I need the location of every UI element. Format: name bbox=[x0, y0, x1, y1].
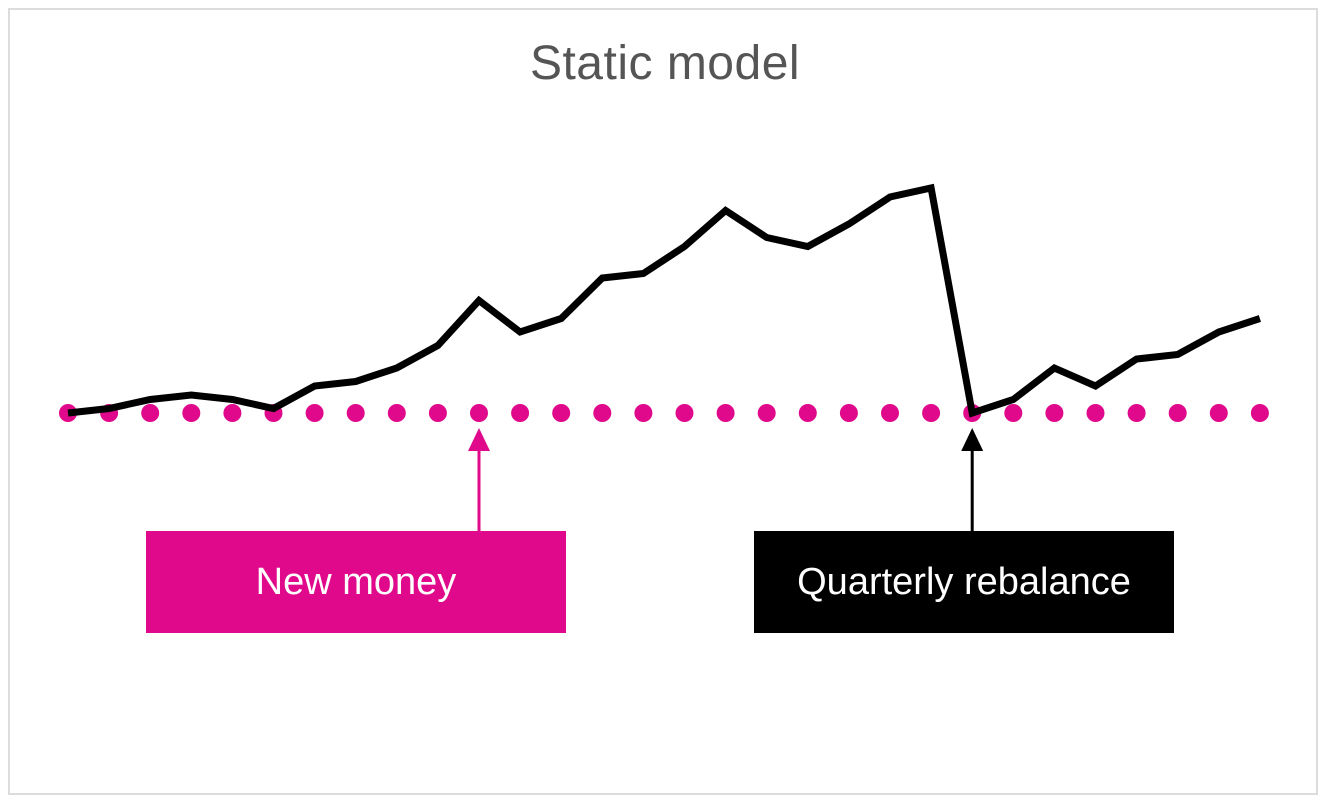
baseline-dot bbox=[182, 404, 201, 422]
baseline-dot bbox=[881, 404, 899, 422]
annotation-arrow-head bbox=[961, 428, 984, 451]
baseline-dot bbox=[1127, 404, 1146, 422]
baseline-dot bbox=[634, 404, 653, 422]
baseline-dots bbox=[59, 404, 1269, 422]
baseline-dot bbox=[1045, 404, 1064, 422]
new-money-label: New money bbox=[146, 531, 566, 633]
annotation-arrow-head bbox=[468, 428, 490, 451]
baseline-dot bbox=[305, 404, 324, 422]
series-line bbox=[67, 183, 1261, 418]
baseline-dot bbox=[716, 404, 735, 422]
baseline-dot bbox=[593, 404, 612, 422]
baseline-dot bbox=[428, 404, 447, 422]
baseline-dot bbox=[141, 404, 160, 422]
baseline-dot bbox=[346, 404, 365, 422]
baseline-dot bbox=[552, 404, 571, 422]
baseline-dot bbox=[757, 404, 776, 422]
diagram-title: Static model bbox=[529, 37, 801, 90]
quarterly-rebalance-text: Quarterly rebalance bbox=[797, 560, 1131, 603]
baseline-dot bbox=[839, 404, 858, 422]
baseline-dot bbox=[1250, 404, 1269, 422]
baseline-dot bbox=[223, 404, 242, 422]
baseline-dot bbox=[922, 404, 941, 422]
quarterly-rebalance-label: Quarterly rebalance bbox=[754, 531, 1174, 633]
baseline-dot bbox=[1004, 404, 1023, 422]
baseline-dot bbox=[387, 404, 406, 422]
baseline-dot bbox=[1086, 404, 1105, 422]
baseline-dot bbox=[470, 404, 488, 422]
baseline-dot bbox=[675, 404, 694, 422]
baseline-dot bbox=[1168, 404, 1187, 422]
baseline-dot bbox=[511, 404, 530, 422]
new-money-text: New money bbox=[255, 560, 457, 603]
baseline-dot bbox=[798, 404, 817, 422]
series-line-group bbox=[67, 183, 1261, 418]
baseline-dot bbox=[1209, 404, 1228, 422]
annotation-arrows bbox=[468, 428, 984, 531]
